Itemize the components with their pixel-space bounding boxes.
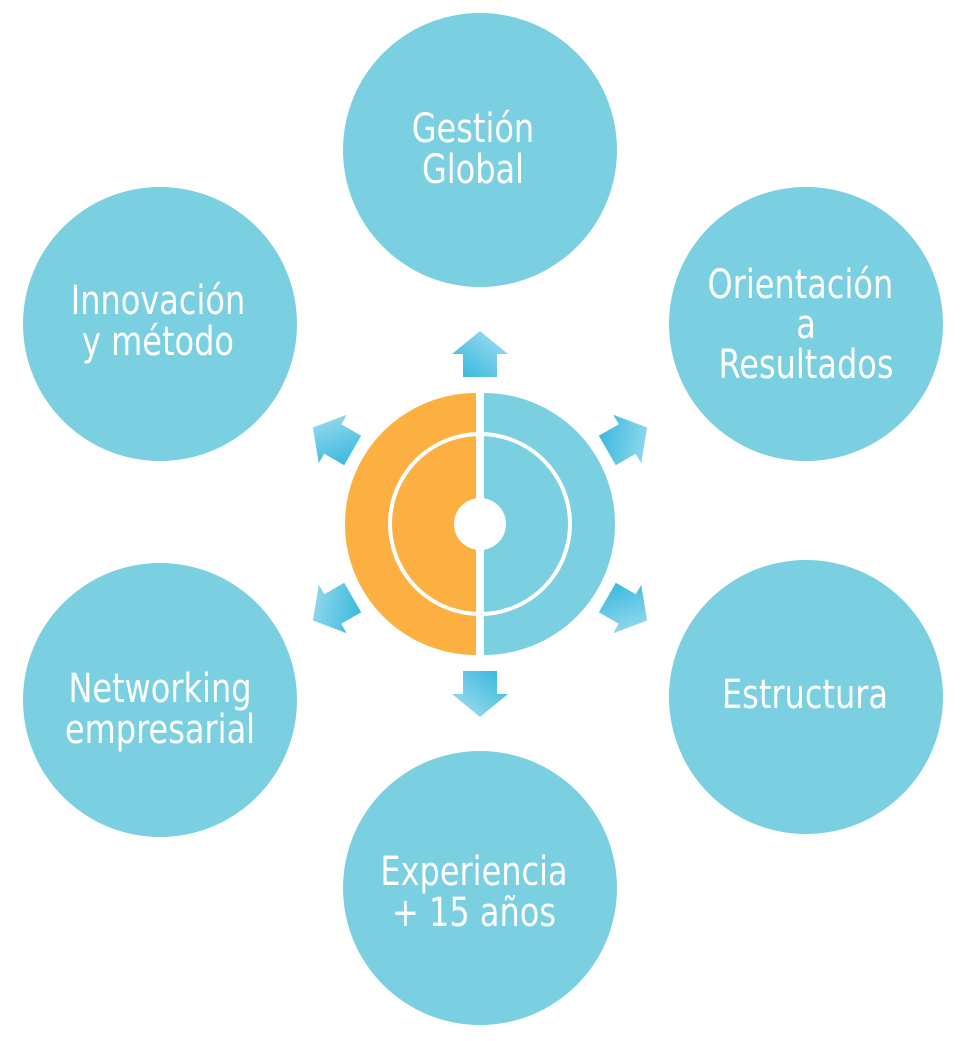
node-label: Experiencia [380,849,568,895]
node-label: y método [82,319,234,365]
hub-divider [476,390,484,660]
node-label: Global [421,147,525,193]
center-hub [345,390,615,660]
node-label: + 15 años [391,890,557,936]
node-label: Innovación [70,278,246,324]
node-experiencia: Experiencia+ 15 años [343,751,617,1025]
arrow-up-right-icon [598,414,648,466]
node-label: Estructura [721,671,889,718]
node-label: Gestión [411,106,535,152]
node-label: a [796,302,816,348]
arrow-up-left-icon [312,414,362,466]
node-label: Networking [68,666,252,712]
arrow-down-icon [452,671,508,717]
hub-left-half [345,393,476,655]
node-estructura: Estructura [669,560,943,834]
hub-right-half [484,393,615,655]
arrow-up-icon [452,331,508,377]
node-label: Orientación [707,262,894,308]
node-label: Resultados [718,342,894,388]
node-label: empresarial [64,707,256,753]
arrow-down-right-icon [598,582,648,634]
arrow-down-left-icon [312,582,362,634]
